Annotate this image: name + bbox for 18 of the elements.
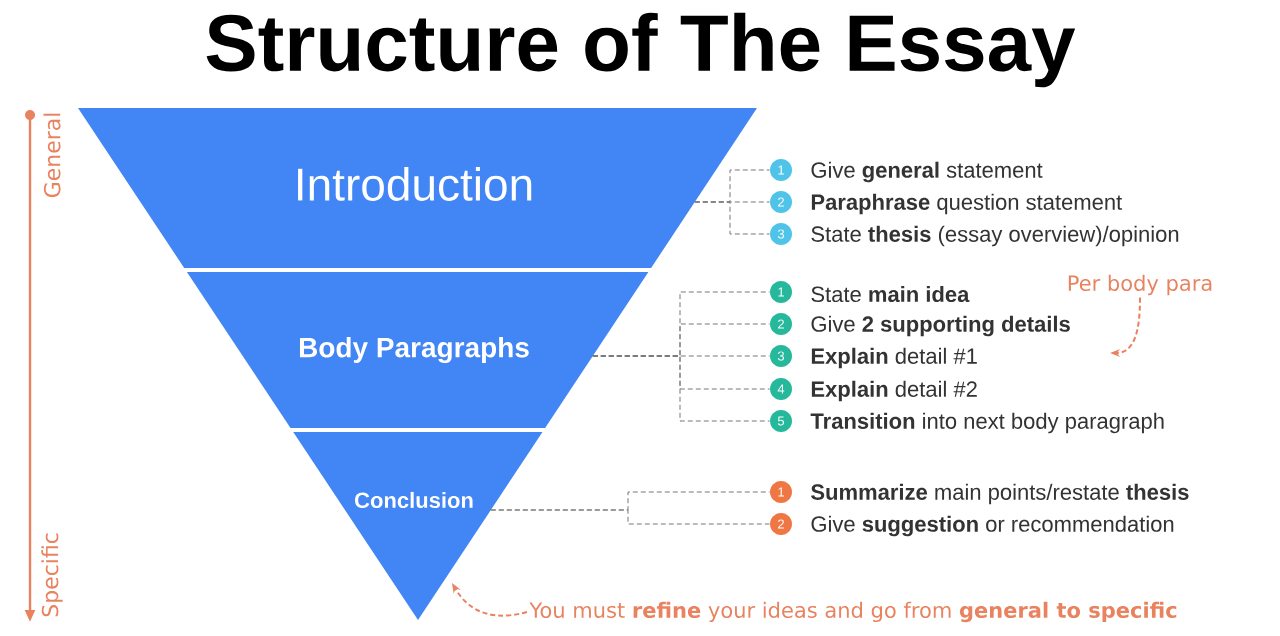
list-item: Explain detail #1 bbox=[811, 347, 977, 369]
axis-label: Specific bbox=[41, 533, 63, 617]
title: Structure of The Essay bbox=[206, 12, 1076, 88]
list-item: Transition into next body paragraph bbox=[810, 412, 1164, 434]
list-item: Give 2 supporting details bbox=[811, 315, 1070, 337]
list-item: Explain detail #2 bbox=[811, 380, 977, 402]
list-item: State main idea bbox=[811, 285, 970, 303]
list-item: Summarize main points/restate thesis bbox=[811, 483, 1189, 505]
connector bbox=[694, 201, 771, 235]
list-item: Give suggestion or recommendation bbox=[811, 515, 1174, 537]
list-item: Give general statement bbox=[811, 161, 1043, 183]
funnel-section: Body Paragraphs bbox=[186, 272, 649, 428]
funnel-section: Introduction bbox=[78, 108, 757, 268]
connector bbox=[592, 355, 771, 422]
list-item: Paraphrase question statement bbox=[811, 193, 1123, 215]
note-text: Per body para bbox=[1068, 274, 1212, 296]
connector bbox=[490, 509, 771, 525]
list-item: State thesis (essay overview)/opinion bbox=[811, 225, 1179, 247]
